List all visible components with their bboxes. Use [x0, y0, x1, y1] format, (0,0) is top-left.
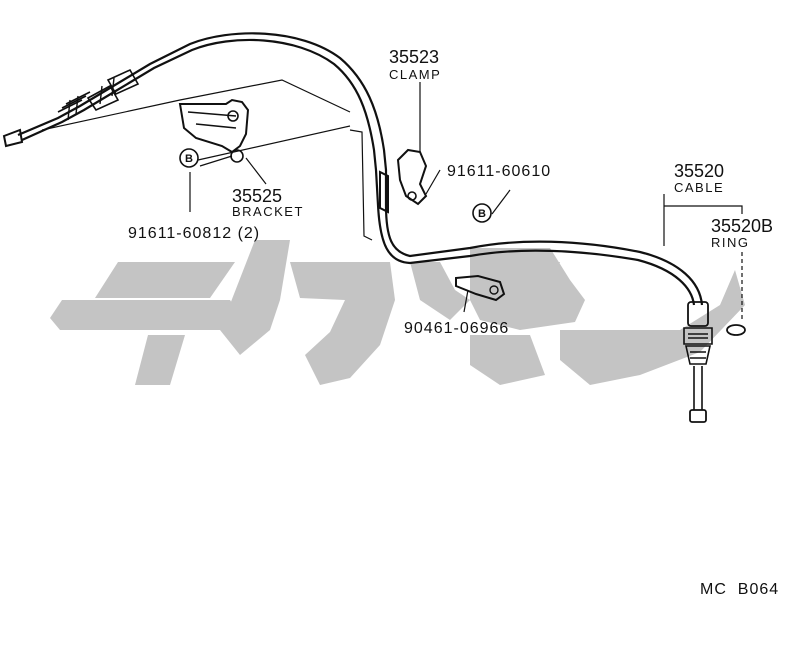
clamp-drawing [379, 148, 428, 214]
bracket-part-number: 35525 [232, 186, 282, 206]
clamp-part-name: CLAMP [389, 67, 441, 82]
bolt-clamp-part-number: 91611-60610 [447, 163, 551, 180]
clamp-part-number: 35523 [389, 47, 439, 67]
bolt-bracket-part-number: 91611-60812 (2) [128, 225, 260, 242]
svg-text:B: B [478, 208, 486, 220]
watermark-logo [50, 240, 745, 385]
cable-assembly [2, 32, 713, 423]
cable-part-number: 35520 [674, 161, 724, 181]
ring-drawing [726, 324, 746, 336]
cable-part-name: CABLE [674, 180, 724, 195]
svg-text:B: B [185, 153, 193, 165]
bracket-part-name: BRACKET [232, 204, 304, 219]
figure-code: MC B064 [700, 581, 779, 598]
leader-lines [189, 82, 743, 322]
marker-b-bracket: B [179, 148, 199, 168]
clip-part-number: 90461-06966 [404, 320, 509, 337]
clip-drawing [455, 274, 506, 302]
ring-part-number: 35520B [711, 216, 773, 236]
ring-part-name: RING [711, 235, 750, 250]
marker-b-clamp: B [472, 203, 492, 223]
body-outline [41, 79, 373, 241]
